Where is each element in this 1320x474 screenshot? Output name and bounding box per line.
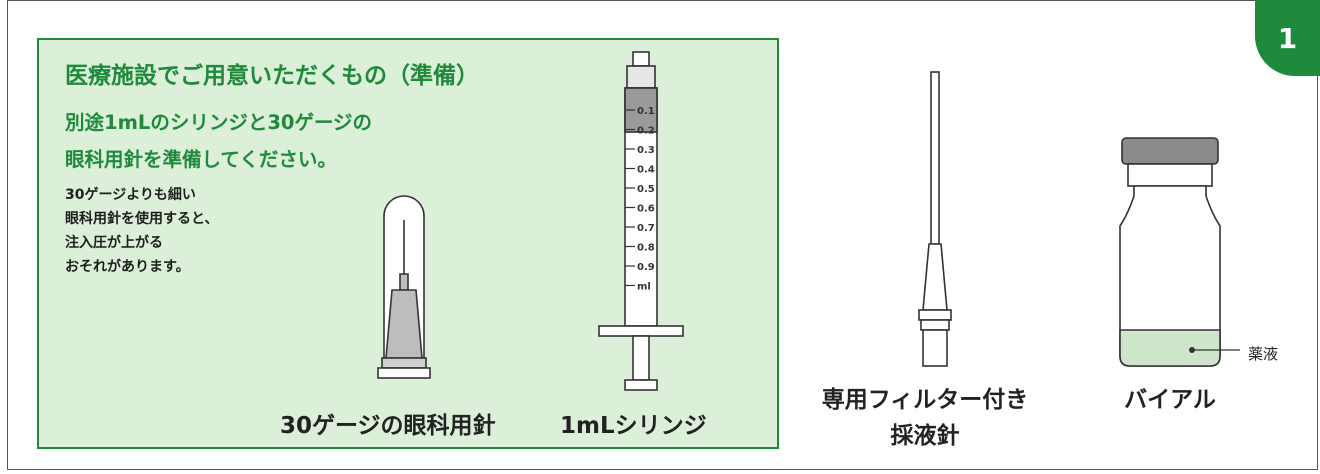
syringe-tick-label: 0.7 [637,223,655,234]
filter-needle-label-line-2: 採液針 [890,423,960,449]
syringe-tick-label: 0.1 [637,106,655,117]
syringe-tick-label: 0.3 [637,145,655,156]
syringe-scale: 0.1 0.2 0.3 0.4 0.5 0.6 0.7 0.8 0.9 ml [625,106,655,293]
vial-label: バイアル [1124,387,1216,413]
filter-needle-illustration [918,71,952,367]
content-frame [7,0,1318,470]
needle-30g-illustration [377,195,431,379]
preparation-line-2: 眼科用針を準備してください。 [65,148,337,171]
vial-illustration [1119,137,1240,367]
syringe-tick-label: 0.4 [637,165,655,176]
syringe-tick-label: 0.9 [637,262,655,273]
syringe-1ml-illustration: 0.1 0.2 0.3 0.4 0.5 0.6 0.7 0.8 0.9 ml [598,51,684,391]
syringe-1ml-label: 1mLシリンジ [560,413,707,439]
note-line-2: 眼科用針を使用すると、 [65,211,219,227]
note-line-3: 注入圧が上がる [65,235,163,251]
syringe-tick-label: 0.6 [637,204,655,215]
note-line-4: おそれがあります。 [65,259,190,275]
needle-30g-label: 30ゲージの眼科用針 [280,413,496,439]
syringe-tick-label: 0.8 [637,243,655,254]
step-badge: 1 [1255,0,1320,76]
medicine-callout-label: 薬液 [1248,345,1279,363]
syringe-tick-label: ml [637,282,651,293]
preparation-title: 医療施設でご用意いただくもの（準備） [65,63,479,89]
syringe-tick-label: 0.2 [637,126,655,137]
step-number: 1 [1277,21,1298,55]
syringe-tick-label: 0.5 [637,184,655,195]
frame-top-border [7,0,1255,1]
filter-needle-label-line-1: 専用フィルター付き [821,387,1029,413]
preparation-line-1: 別途1mLのシリンジと30ゲージの [65,111,373,134]
note-line-1: 30ゲージよりも細い [65,187,196,203]
